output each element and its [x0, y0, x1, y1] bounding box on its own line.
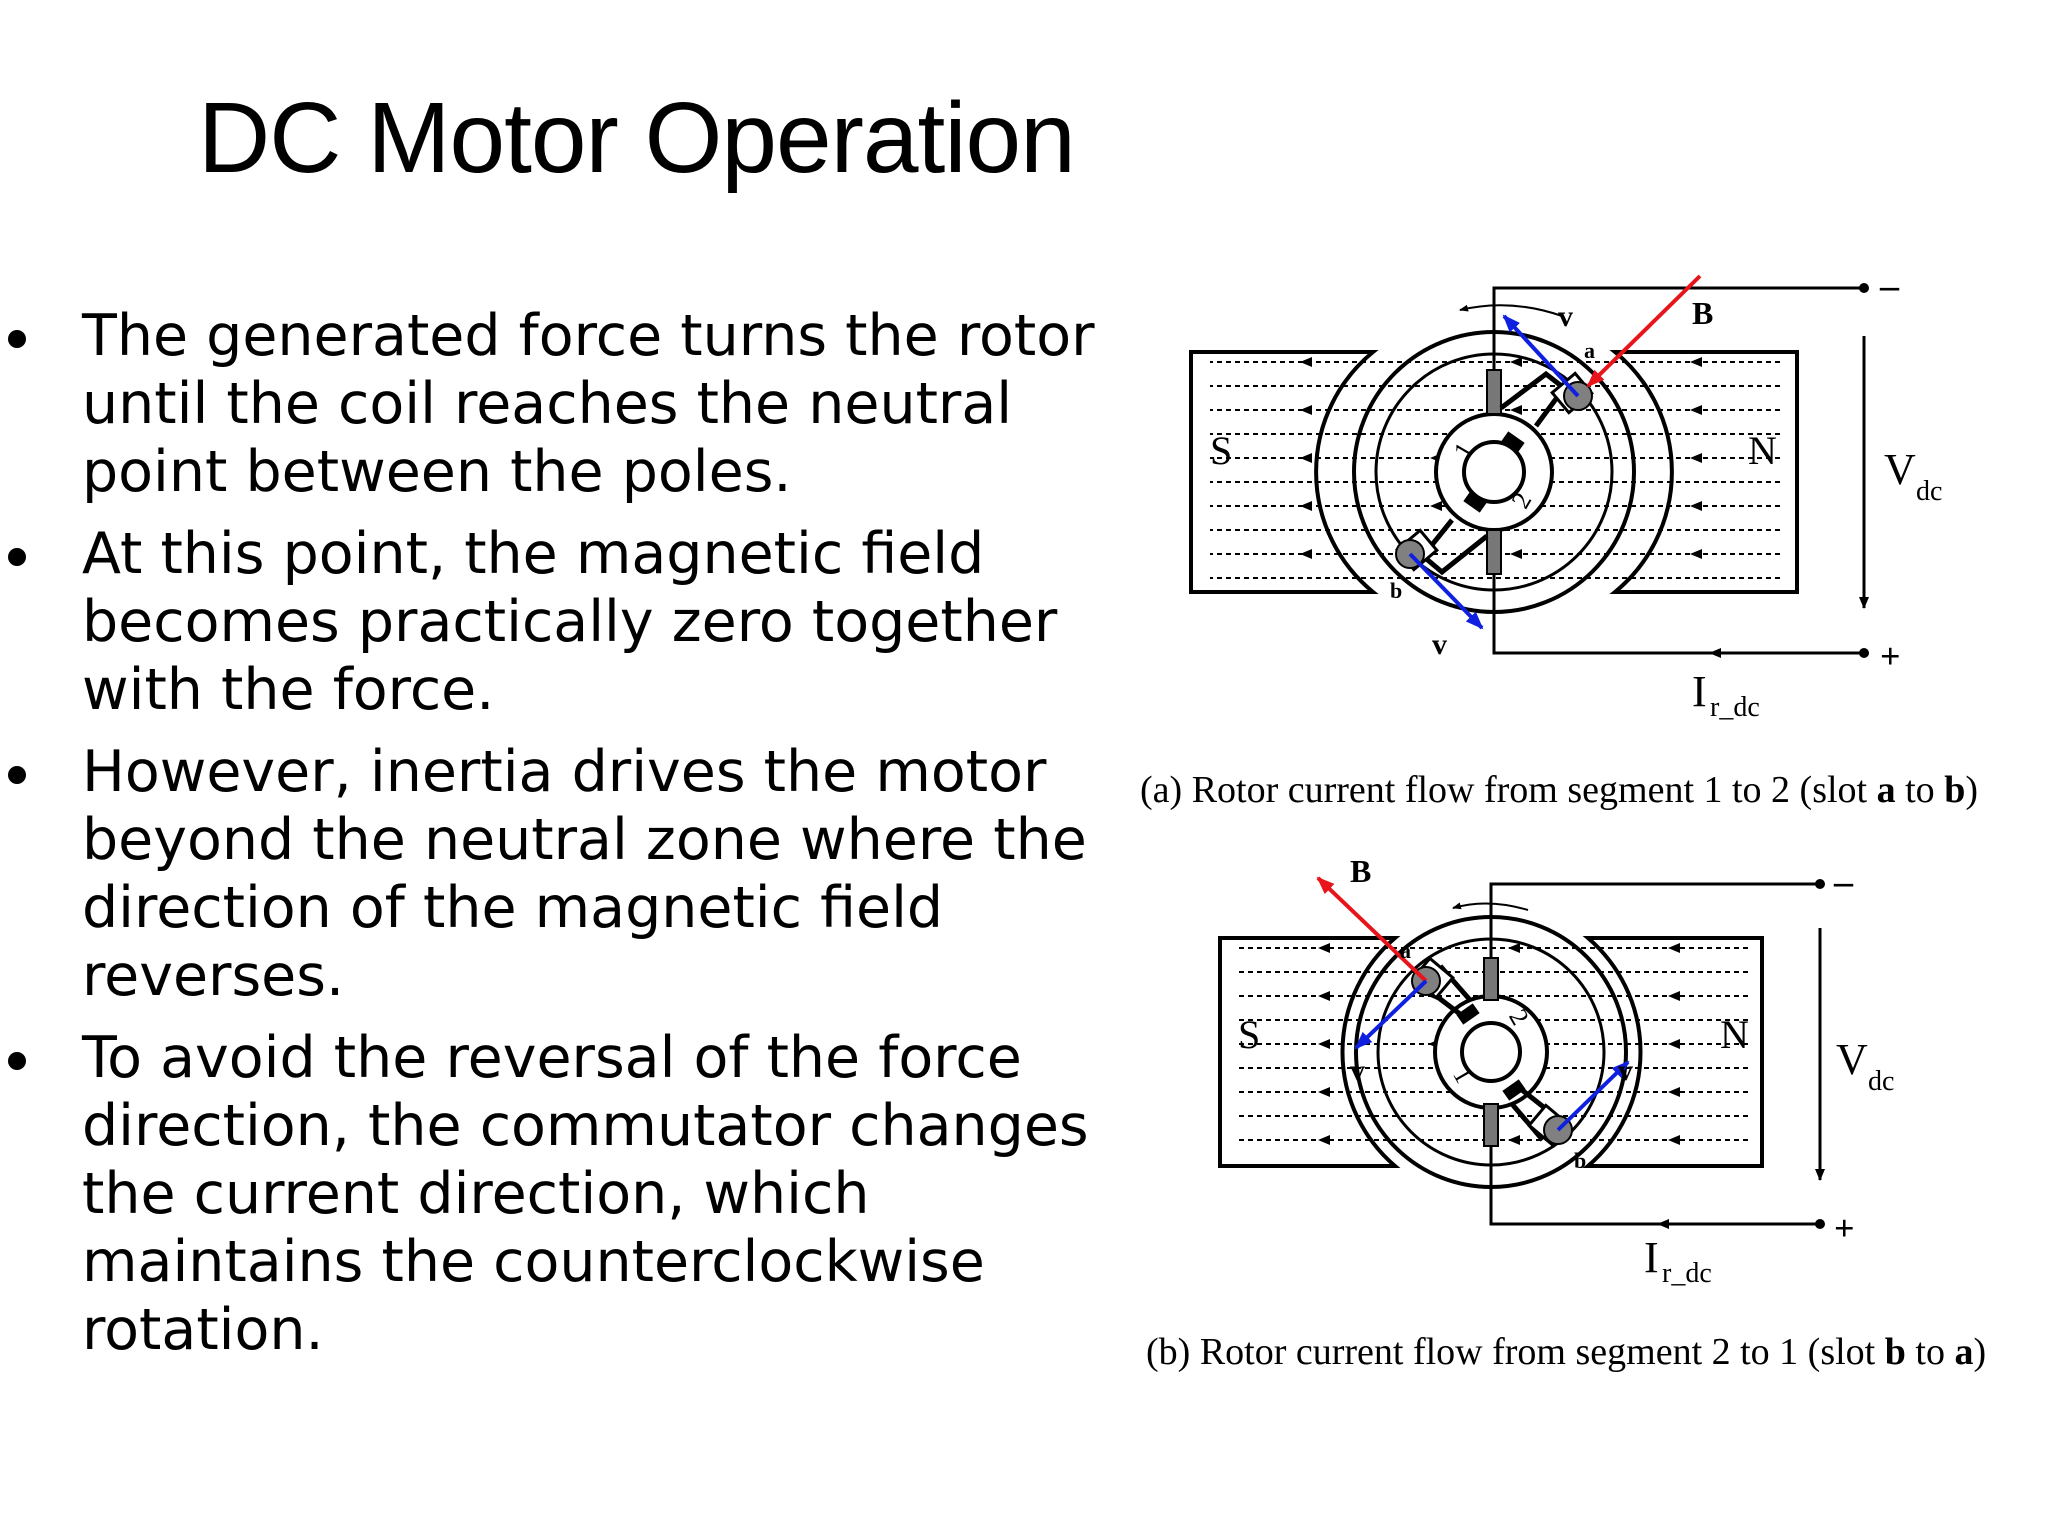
field-lines	[1210, 361, 1780, 579]
slot-label-a: a	[1400, 938, 1411, 963]
commutator-gap	[1502, 1079, 1526, 1101]
plus-label: +	[1880, 636, 1901, 676]
bullet-dot	[8, 1052, 26, 1070]
current-label: I	[1692, 667, 1707, 716]
caption-from-slot: a	[1876, 769, 1896, 811]
current-subscript: r_dc	[1662, 1258, 1712, 1289]
caption-text: Rotor current flow from segment 1 to 2 (…	[1191, 769, 1877, 811]
rotation-arrow	[1459, 304, 1563, 317]
slide-title: DC Motor Operation	[198, 82, 1076, 194]
coil-wire	[1499, 370, 1568, 428]
circuit-wire	[1492, 574, 1864, 655]
pole-label-n: N	[1748, 428, 1777, 473]
caption-end: )	[1965, 769, 1978, 811]
voltage-subscript: dc	[1916, 476, 1942, 507]
velocity-label: v	[1432, 628, 1447, 661]
bullet-text: To avoid the reversal of the force direc…	[82, 1025, 1089, 1363]
velocity-vector-b	[1408, 552, 1484, 630]
field-vector-b	[1586, 274, 1702, 388]
figure-caption-a: (a) Rotor current flow from segment 1 to…	[1140, 768, 1978, 812]
coil-wire	[1419, 518, 1489, 576]
commutator-gap	[1463, 491, 1487, 513]
bullet-text: The generated force turns the rotor unti…	[82, 303, 1095, 505]
bullet-dot	[8, 766, 26, 784]
terminal-minus	[1815, 879, 1825, 889]
circuit-wire	[1489, 882, 1820, 958]
minus-label: –	[1879, 268, 1900, 307]
current-label: I	[1644, 1233, 1659, 1282]
pole-label-s: S	[1210, 428, 1232, 473]
caption-tag: (a)	[1140, 769, 1183, 811]
terminal-plus	[1859, 648, 1869, 658]
slot-label-b: b	[1574, 1148, 1586, 1173]
commutator-gap	[1501, 431, 1525, 453]
bullet-dot	[8, 330, 26, 348]
commutator-gap	[1456, 1003, 1480, 1025]
velocity-vector-a	[1354, 979, 1428, 1050]
caption-from-slot: b	[1884, 1331, 1906, 1373]
motor-diagram-a: S N v v B a b 1 2 – + V dc I r_dc	[1189, 268, 1942, 723]
bullet-item: At this point, the magnetic field become…	[0, 520, 1110, 724]
pole-label-n: N	[1720, 1012, 1749, 1057]
pole-label-s: S	[1238, 1012, 1260, 1057]
velocity-label: v	[1350, 1054, 1365, 1087]
caption-to-slot: a	[1954, 1331, 1974, 1373]
slot-label-b: b	[1390, 578, 1402, 603]
plus-label: +	[1834, 1208, 1855, 1248]
minus-label: –	[1833, 861, 1854, 903]
velocity-vector-a	[1502, 314, 1580, 398]
brush-bottom	[1483, 1103, 1499, 1147]
field-arrowheads	[1300, 357, 1702, 559]
voltage-subscript: dc	[1868, 1066, 1894, 1097]
motor-diagram-b: S N v v B a b 2 1 – + V dc I r_dc	[1218, 853, 1894, 1289]
field-label: B	[1692, 295, 1713, 331]
velocity-label: v	[1558, 300, 1573, 333]
circuit-wire	[1489, 1146, 1820, 1226]
caption-to-slot: b	[1944, 769, 1966, 811]
caption-mid: to	[1905, 1331, 1955, 1373]
brush-top	[1486, 369, 1502, 415]
bullet-text: At this point, the magnetic field become…	[82, 521, 1058, 723]
voltage-label: V	[1836, 1035, 1868, 1084]
rotation-arrow	[1452, 902, 1529, 911]
caption-text: Rotor current flow from segment 2 to 1 (…	[1199, 1331, 1885, 1373]
caption-mid: to	[1895, 769, 1945, 811]
circuit-wire	[1492, 286, 1864, 370]
bullet-item: To avoid the reversal of the force direc…	[0, 1024, 1110, 1364]
bullet-list: The generated force turns the rotor unti…	[0, 302, 1110, 1378]
caption-tag: (b)	[1146, 1331, 1191, 1373]
bullet-text: However, inertia drives the motor beyond…	[82, 739, 1087, 1009]
shaft	[1460, 1021, 1522, 1083]
voltage-label: V	[1884, 445, 1916, 494]
velocity-label: v	[1618, 1054, 1633, 1087]
field-vector-b	[1316, 876, 1428, 983]
velocity-vector-b	[1556, 1060, 1630, 1132]
slot-label-a: a	[1584, 338, 1595, 363]
north-pole	[1609, 350, 1799, 594]
bullet-item: The generated force turns the rotor unti…	[0, 302, 1110, 506]
brush-top	[1483, 957, 1499, 1001]
field-label: B	[1350, 853, 1371, 889]
terminal-plus	[1815, 1219, 1825, 1229]
brush-bottom	[1486, 529, 1502, 575]
bullet-item: However, inertia drives the motor beyond…	[0, 738, 1110, 1010]
terminal-minus	[1859, 283, 1869, 293]
caption-end: )	[1973, 1331, 1987, 1373]
south-pole	[1189, 350, 1379, 594]
current-subscript: r_dc	[1710, 692, 1760, 723]
bullet-dot	[8, 548, 26, 566]
shaft	[1462, 440, 1526, 504]
figure-caption-b: (b) Rotor current flow from segment 2 to…	[1146, 1330, 1986, 1374]
